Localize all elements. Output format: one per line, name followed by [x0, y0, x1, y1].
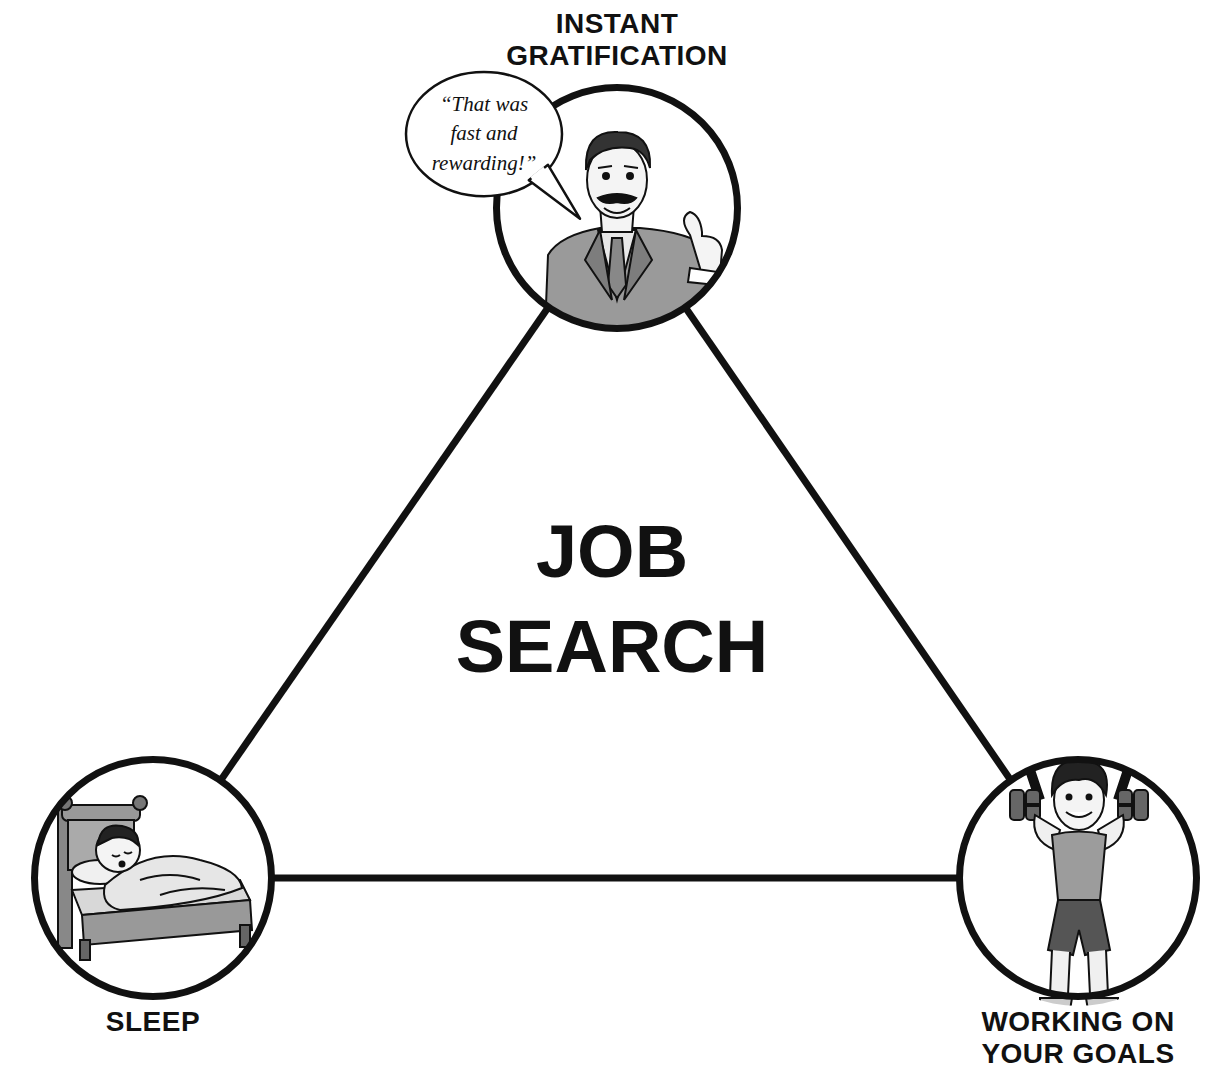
illustration-circle: [603, 173, 609, 179]
illustration-path: [112, 852, 132, 857]
illustration-path: [598, 166, 638, 168]
speech-bubble: “That was fast and rewarding!”: [404, 70, 564, 198]
connector-line: [274, 878, 958, 879]
circle-outline: [960, 760, 1197, 997]
circle-node: SLEEP: [31, 756, 275, 1000]
illustration-circle: [120, 862, 125, 867]
illustration-path: [604, 208, 630, 213]
illustration-path: [586, 132, 650, 170]
illustration-path: [1048, 900, 1110, 955]
circle-node: WORKING ON YOUR GOALS: [956, 756, 1200, 1000]
circle-outline: [956, 756, 1200, 1000]
illustration-rect: [80, 940, 90, 960]
connector-line: [222, 309, 548, 779]
node-heading: WORKING ON YOUR GOALS: [953, 1006, 1203, 1070]
bed-figure: [58, 796, 252, 960]
illustration-path: [1052, 760, 1107, 795]
illustration-circle: [1087, 795, 1092, 800]
illustration-path: [140, 875, 225, 895]
illustration-path: [1066, 812, 1092, 817]
illustration-path: [82, 900, 252, 945]
illustration-rect: [62, 805, 140, 821]
illustration-circle: [627, 173, 633, 179]
bubble-tail-join: [532, 169, 545, 179]
connector-line: [686, 309, 1009, 779]
illustration-path: [104, 856, 242, 910]
connector-line: [274, 875, 958, 882]
businessman-figure: [545, 132, 748, 330]
illustration-path: [1052, 832, 1106, 905]
illustration-path: [98, 825, 138, 845]
circle-outline: [31, 756, 275, 1000]
bubble-tail: [529, 165, 580, 219]
illustration-circle: [1067, 795, 1072, 800]
node-heading: SLEEP: [28, 1006, 278, 1038]
athlete-figure: [1010, 760, 1148, 1010]
node-heading: INSTANT GRATIFICATION: [492, 8, 742, 72]
connector-line: [686, 309, 1009, 779]
connector-line: [222, 309, 548, 779]
illustration-path: [598, 194, 636, 203]
illustration-rect: [1010, 790, 1024, 820]
illustration-circle: [133, 796, 147, 810]
speech-text: “That was fast and rewarding!”: [424, 90, 544, 178]
illustration-rect: [1134, 790, 1148, 820]
illustration-path: [1050, 950, 1108, 995]
illustration-path: [585, 230, 652, 300]
circle-outline: [35, 760, 272, 997]
diagram-title: JOB SEARCH: [412, 505, 812, 694]
